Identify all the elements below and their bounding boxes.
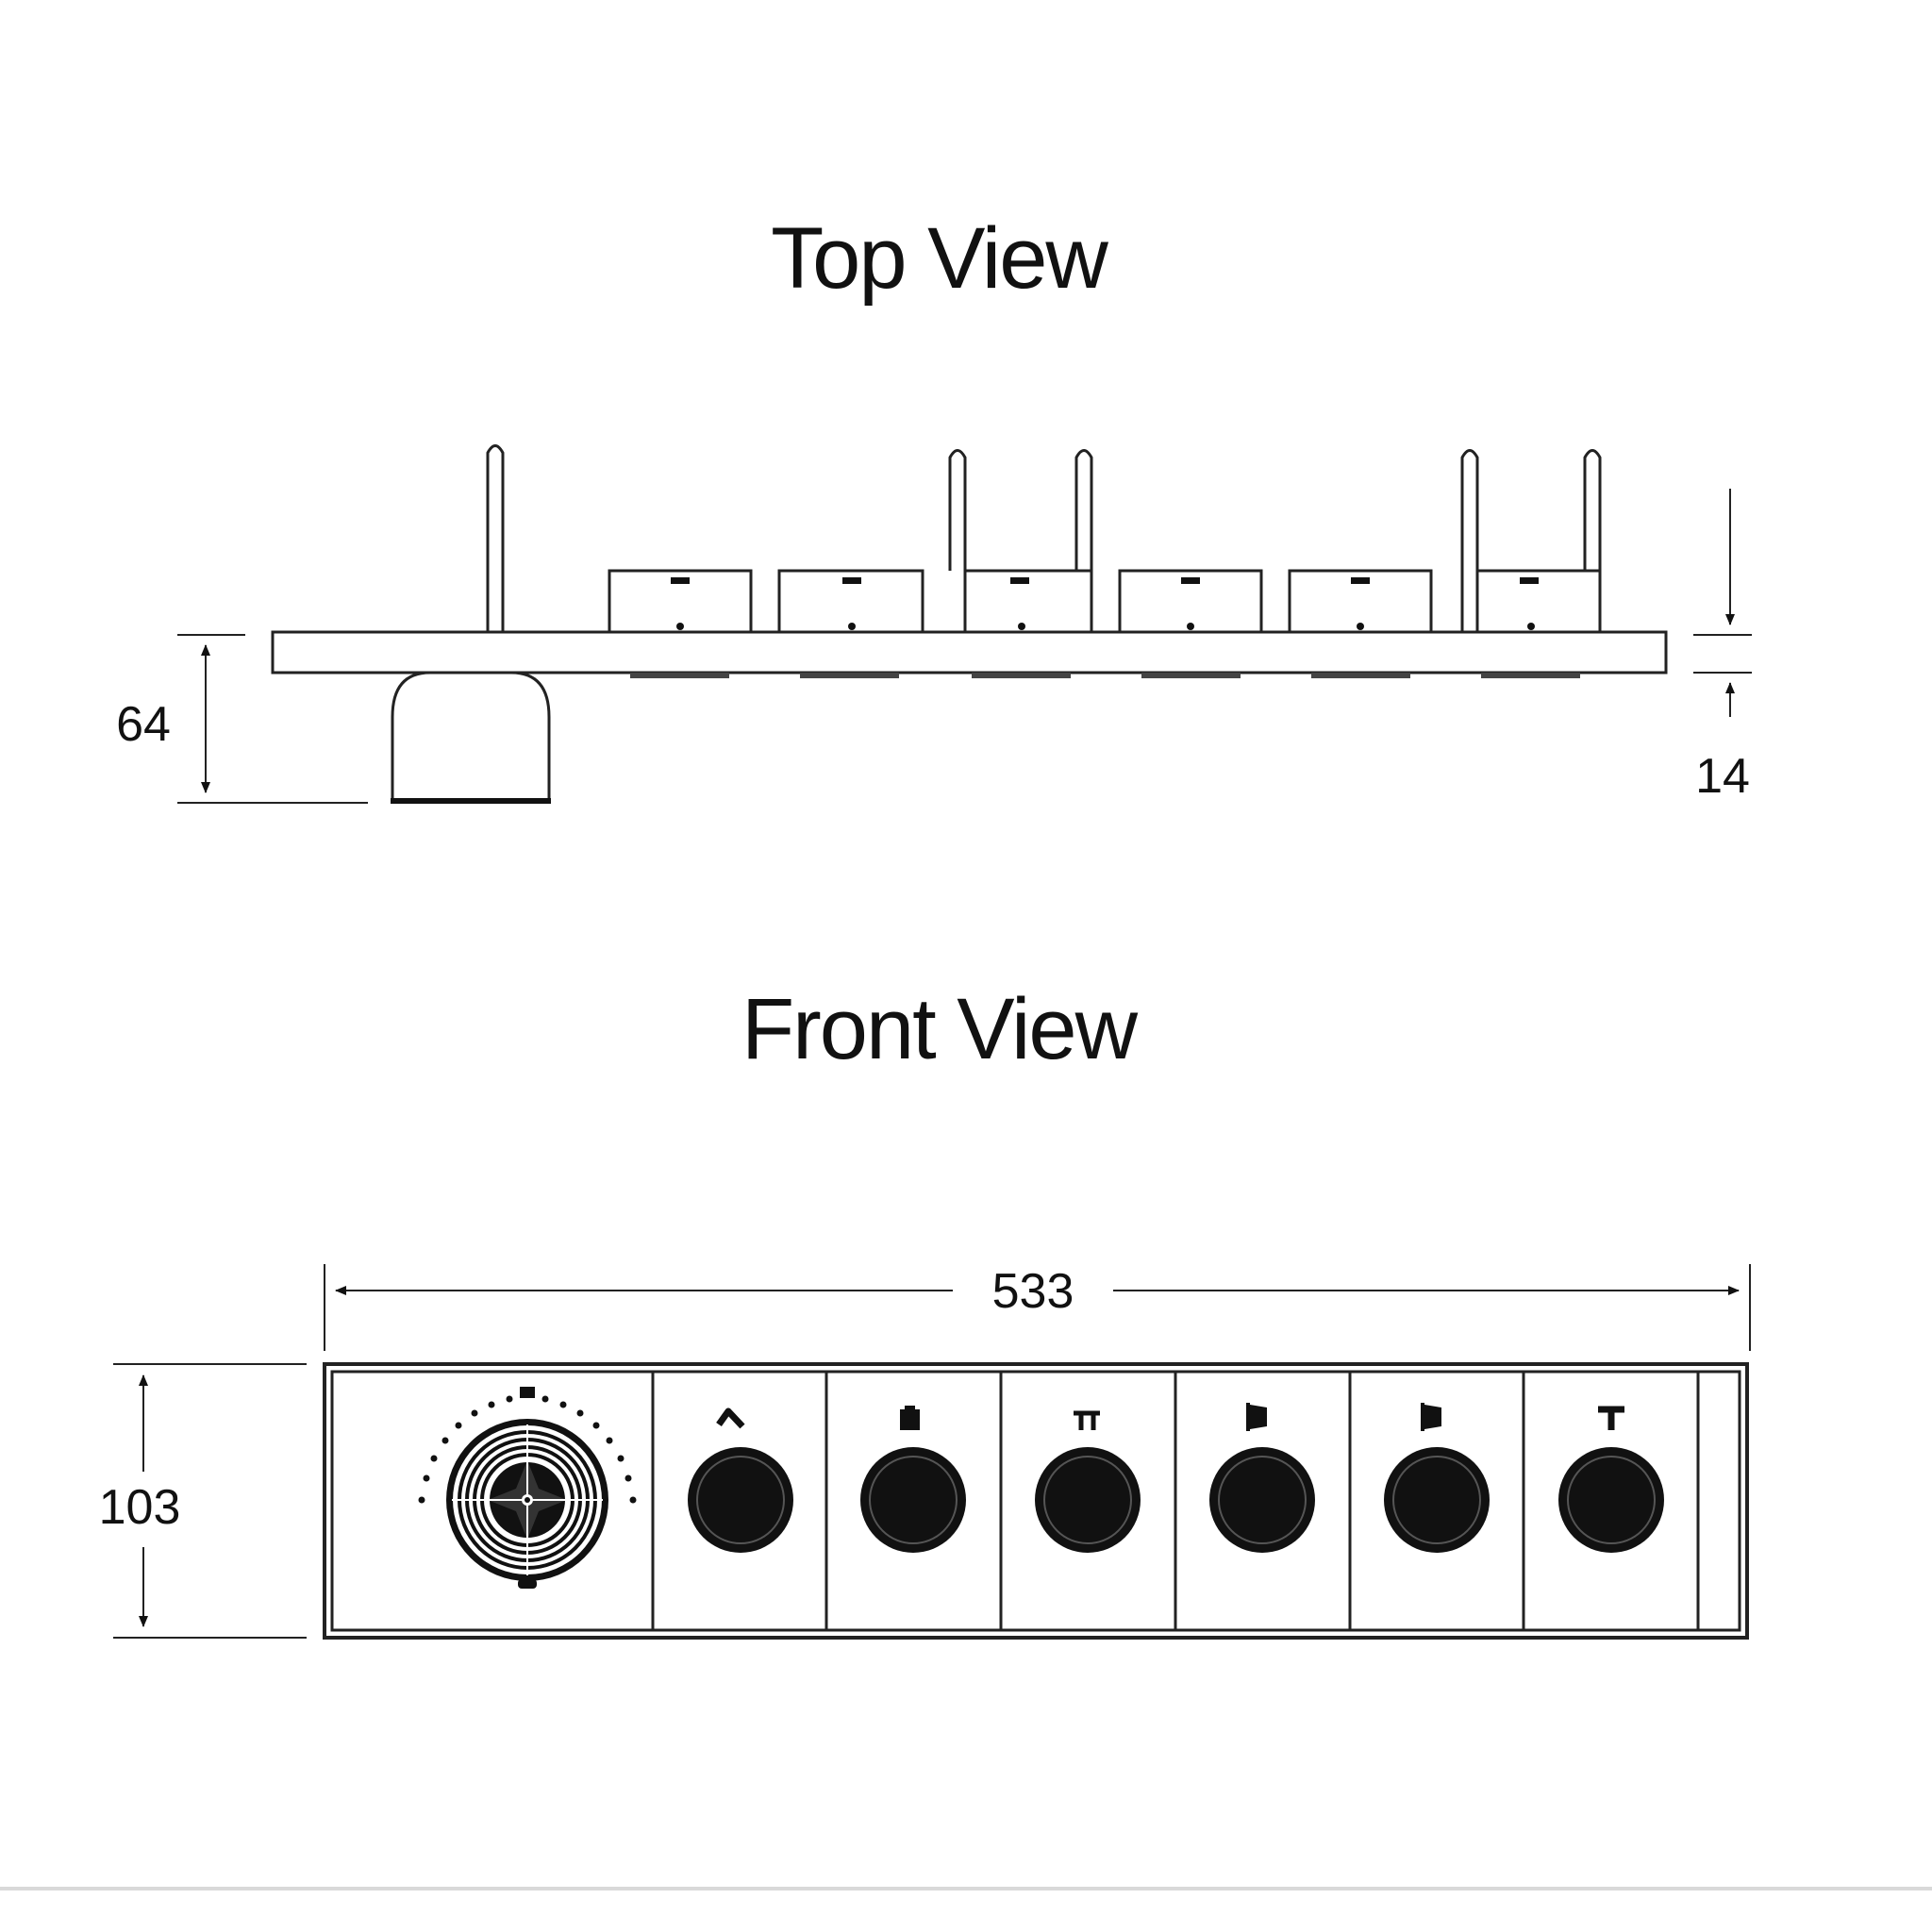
valve-module-6 <box>1558 1406 1664 1553</box>
valve-knob <box>1209 1447 1315 1553</box>
width-label: 533 <box>992 1264 1074 1319</box>
top-view-pins <box>486 444 1602 632</box>
body-jet-icon <box>1246 1403 1267 1431</box>
valve-knob <box>1558 1447 1664 1553</box>
top-view-title: Top View <box>771 210 1108 307</box>
top-view-cartridges <box>608 569 1602 634</box>
valve-module-2 <box>860 1406 966 1553</box>
dimension-width: 533 <box>324 1264 1751 1351</box>
overhead-shower-icon <box>900 1406 920 1430</box>
plate-thickness-label: 14 <box>1695 749 1750 804</box>
valve-module-1 <box>688 1407 793 1553</box>
valve-knob <box>860 1447 966 1553</box>
front-view-panel <box>323 1362 1749 1640</box>
top-view-drawing <box>271 444 1668 804</box>
temperature-scale-dots <box>418 1387 637 1504</box>
front-view-title: Front View <box>741 981 1139 1077</box>
body-jet-icon <box>1421 1403 1441 1431</box>
handshower-icon <box>716 1407 745 1429</box>
top-view-cover-plate <box>271 630 1668 675</box>
dimension-depth: 64 <box>116 634 368 804</box>
valve-module-4 <box>1209 1403 1315 1553</box>
image-bottom-edge <box>0 1887 1932 1890</box>
dimension-height: 103 <box>99 1363 307 1639</box>
valve-knob <box>688 1447 793 1553</box>
dimension-plate-thickness: 14 <box>1693 489 1752 804</box>
valve-knob <box>1035 1447 1141 1553</box>
tub-spout-icon <box>1074 1410 1100 1430</box>
top-view-knob-body <box>391 671 551 802</box>
valve-module-3 <box>1035 1410 1141 1553</box>
thermostat-knob <box>418 1387 637 1589</box>
valve-knob <box>1384 1447 1490 1553</box>
top-view-rear-parts <box>630 673 1580 678</box>
thermostat-dial-icon <box>446 1419 608 1589</box>
height-label: 103 <box>99 1480 181 1535</box>
valve-module-5 <box>1384 1403 1490 1553</box>
hand-shower-holder-icon <box>1598 1406 1624 1430</box>
depth-label: 64 <box>116 697 171 752</box>
